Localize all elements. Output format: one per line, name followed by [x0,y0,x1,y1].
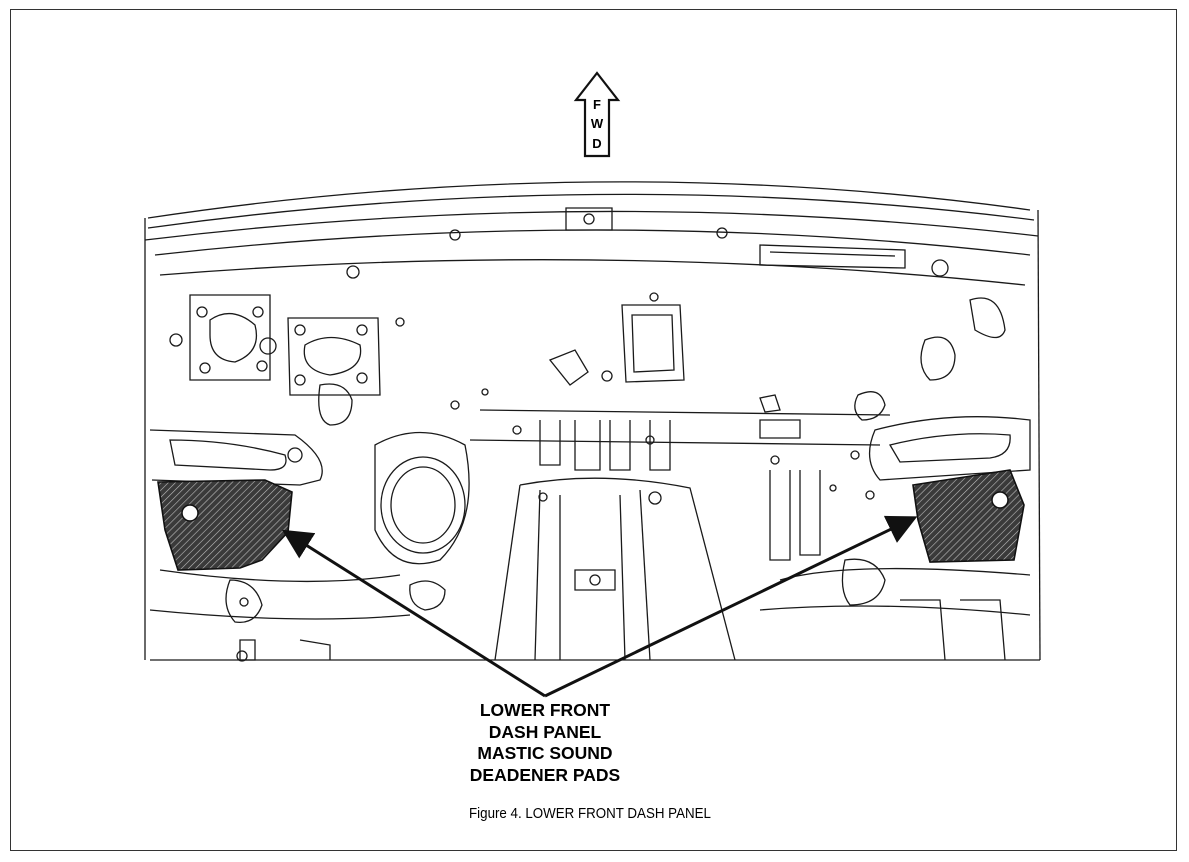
figure-frame [10,9,1177,851]
leader-left [281,529,546,698]
dash-panel-outline [144,181,1041,662]
fwd-letter-f: F [593,97,601,112]
left-pad-bolt-icon [181,504,199,522]
figure-caption: Figure 4. LOWER FRONT DASH PANEL [469,806,711,822]
fwd-letter-d: D [592,136,601,151]
callout-line-2: DASH PANEL [488,721,602,742]
leader-right [544,515,918,698]
callout-line-4: DEADENER PADS [469,764,621,785]
right-pad-bolt-icon [991,491,1009,509]
fwd-letter-w: W [591,116,604,131]
leader-lines [281,515,918,698]
fwd-arrow-icon [573,71,621,158]
right-mastic-pad [912,469,1025,563]
callout-label: LOWER FRONT DASH PANEL MASTIC SOUND DEAD… [410,700,680,786]
callout-line-1: LOWER FRONT [479,700,611,720]
fwd-arrow: F W D [573,71,621,158]
mastic-pads [157,469,1025,571]
left-mastic-pad [157,479,293,571]
callout-line-3: MASTIC SOUND [477,743,613,763]
